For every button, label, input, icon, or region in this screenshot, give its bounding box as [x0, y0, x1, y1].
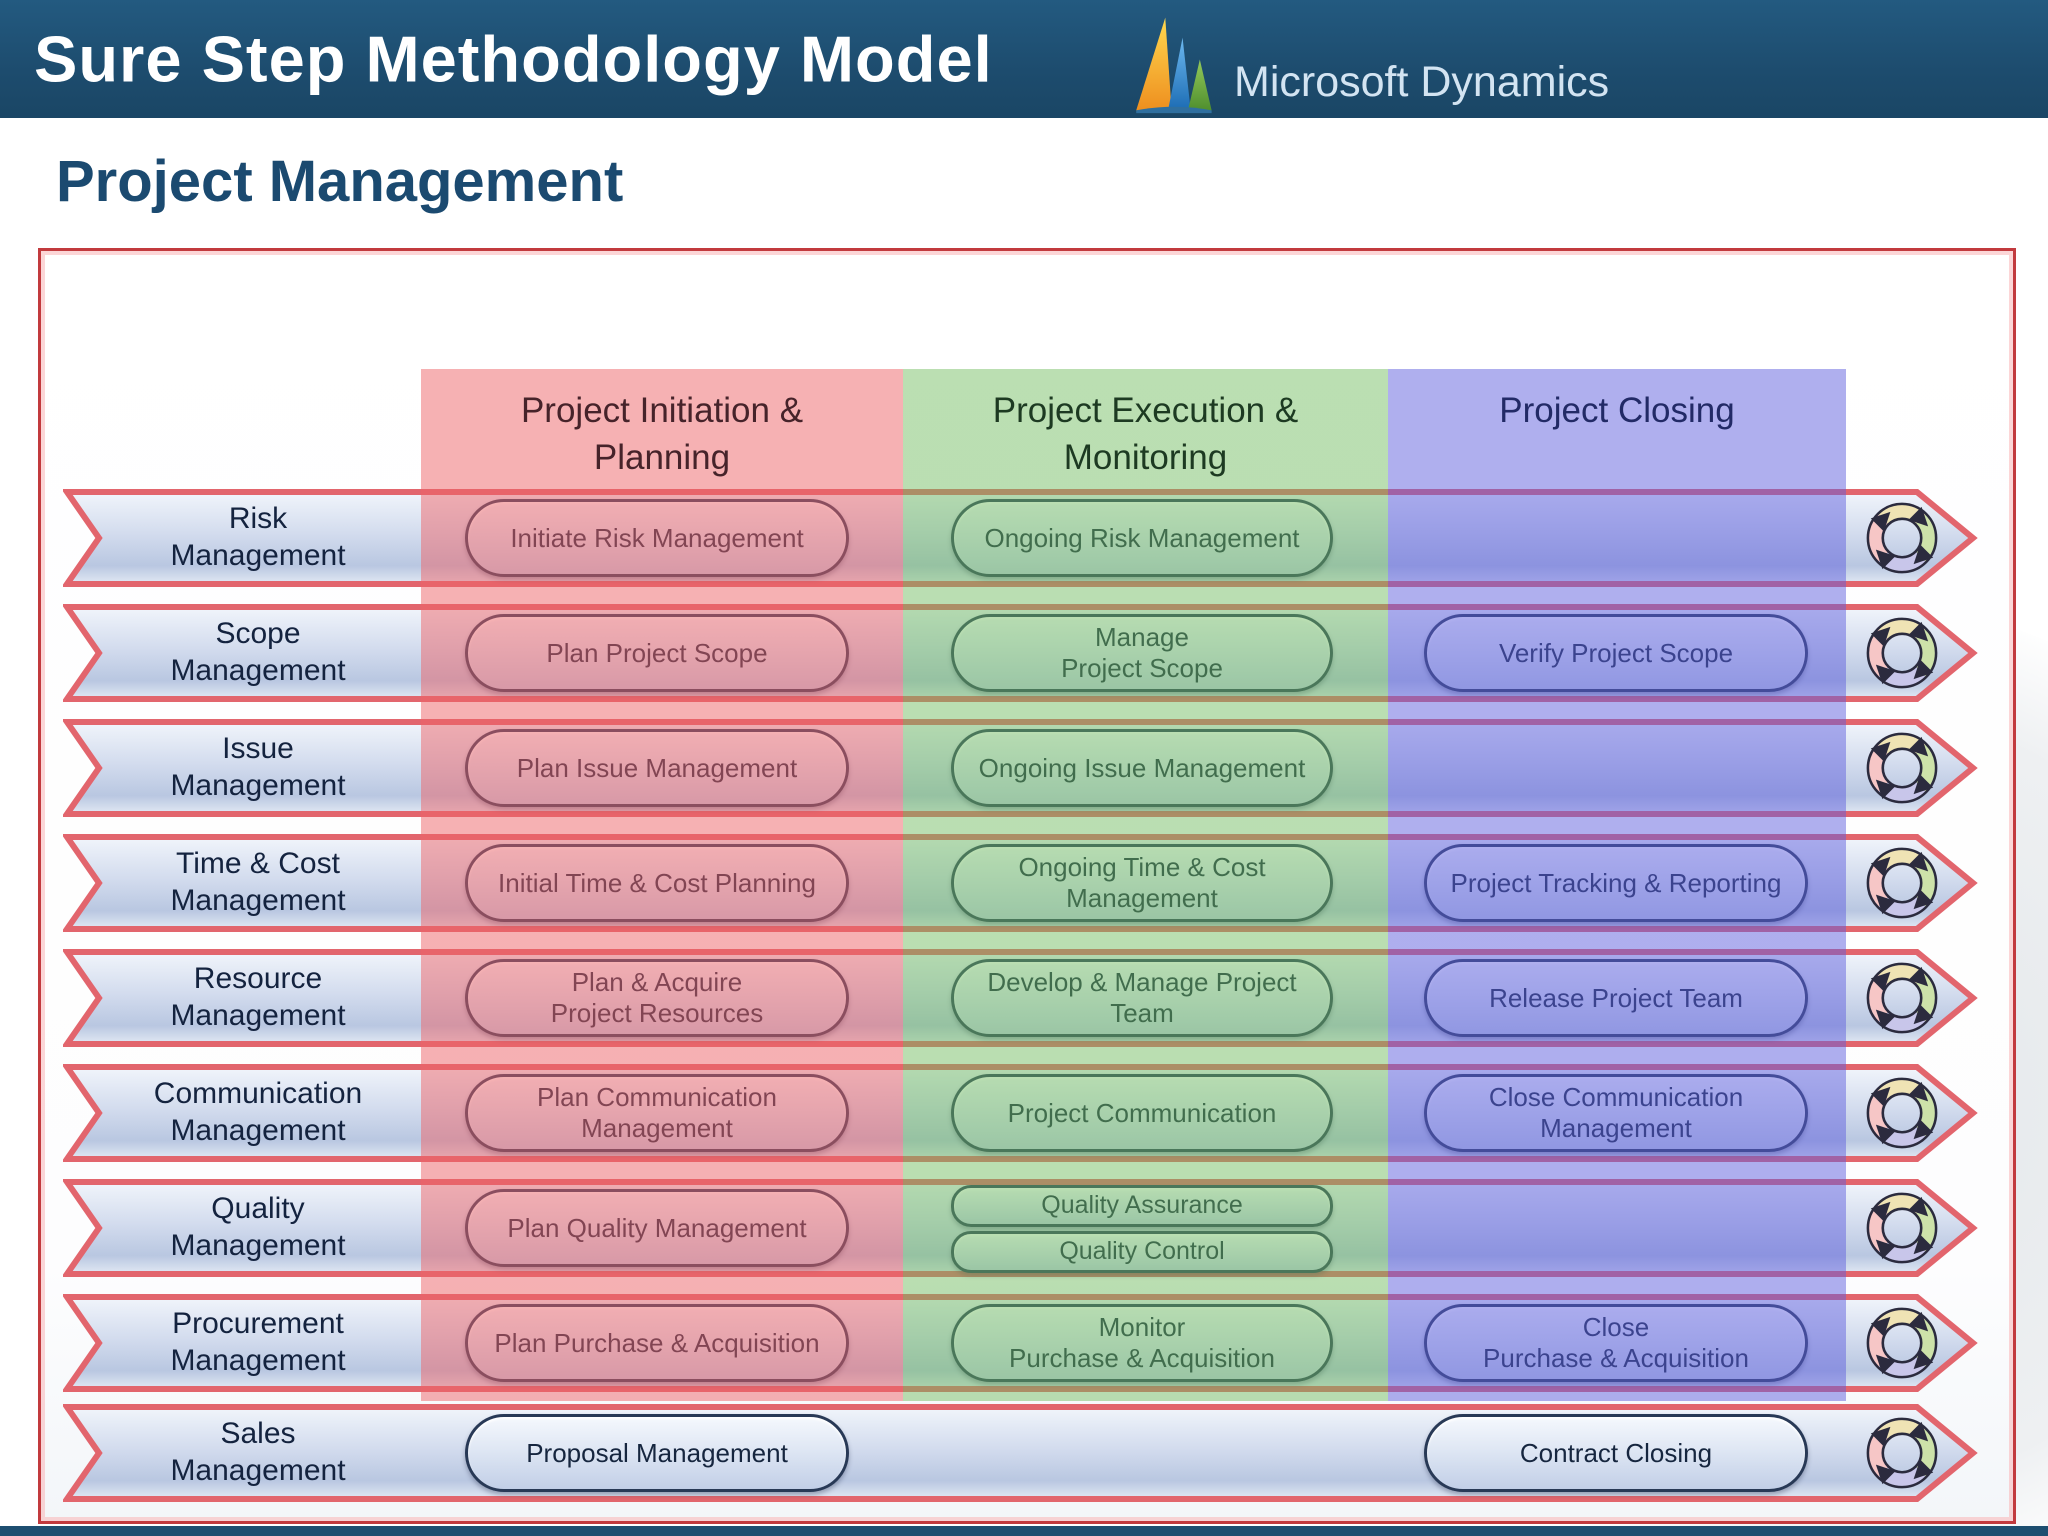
row-resource-management: Resource Management Plan & Acquire Proje…: [63, 948, 1978, 1048]
cycle-arrows-icon: [1861, 1302, 1943, 1384]
activity-pill: Quality Assurance: [951, 1185, 1333, 1227]
activity-pill: Plan Communication Management: [465, 1074, 849, 1152]
row-scope-management: Scope Management Plan Project Scope Mana…: [63, 603, 1978, 703]
cycle-arrows-icon: [1861, 497, 1943, 579]
row-label: Risk Management: [170, 502, 346, 572]
activity-pill: Project Communication: [951, 1074, 1333, 1152]
activity-pill: Release Project Team: [1424, 959, 1808, 1037]
activity-pill: Develop & Manage Project Team: [951, 959, 1333, 1037]
footer-bar: [0, 1526, 2048, 1536]
activity-pill: Project Tracking & Reporting: [1424, 844, 1808, 922]
row-label: Quality Management: [170, 1192, 346, 1262]
activity-pill: Plan Issue Management: [465, 729, 849, 807]
activity-pill: Ongoing Issue Management: [951, 729, 1333, 807]
activity-pill: Quality Control: [951, 1231, 1333, 1273]
row-label: Communication Management: [153, 1077, 363, 1147]
activity-pill: Proposal Management: [465, 1414, 849, 1492]
activity-pill: Plan & Acquire Project Resources: [465, 959, 849, 1037]
microsoft-dynamics-logo-icon: [1136, 17, 1212, 114]
cycle-arrows-icon: [1861, 1187, 1943, 1269]
activity-pill: Plan Purchase & Acquisition: [465, 1304, 849, 1382]
header-bar: Sure Step Methodology Model Microsoft Dy…: [0, 0, 2048, 118]
activity-pill: Plan Quality Management: [465, 1189, 849, 1267]
activity-pill: Close Communication Management: [1424, 1074, 1808, 1152]
row-sales-management: Sales Management Proposal Management Con…: [63, 1403, 1978, 1503]
row-label: Issue Management: [170, 732, 346, 802]
row-label: Scope Management: [170, 617, 346, 687]
activity-pill: Close Purchase & Acquisition: [1424, 1304, 1808, 1382]
row-issue-management: Issue Management Plan Issue Management O…: [63, 718, 1978, 818]
activity-pill: Manage Project Scope: [951, 614, 1333, 692]
cycle-arrows-icon: [1861, 1412, 1943, 1494]
row-label: Sales Management: [170, 1417, 346, 1487]
activity-pill: Ongoing Risk Management: [951, 499, 1333, 577]
activity-pill: Initiate Risk Management: [465, 499, 849, 577]
activity-pill: Contract Closing: [1424, 1414, 1808, 1492]
cycle-arrows-icon: [1861, 727, 1943, 809]
brand-logo: Microsoft Dynamics: [1126, 14, 1609, 114]
row-communication-management: Communication Management Plan Communicat…: [63, 1063, 1978, 1163]
row-label: Time & Cost Management: [170, 847, 346, 917]
row-label: Resource Management: [170, 962, 346, 1032]
activity-pill: Initial Time & Cost Planning: [465, 844, 849, 922]
row-time-cost-management: Time & Cost Management Initial Time & Co…: [63, 833, 1978, 933]
activity-pill: Monitor Purchase & Acquisition: [951, 1304, 1333, 1382]
page-title: Project Management: [56, 149, 624, 214]
phase-column-header: Project Closing: [1499, 391, 1735, 430]
row-quality-management: Quality Management Plan Quality Manageme…: [63, 1178, 1978, 1278]
cycle-arrows-icon: [1861, 957, 1943, 1039]
brand-name: Microsoft Dynamics: [1234, 58, 1610, 106]
activity-pill: Ongoing Time & Cost Management: [951, 844, 1333, 922]
cycle-arrows-icon: [1861, 1072, 1943, 1154]
row-label: Procurement Management: [170, 1307, 346, 1377]
activity-pill: Plan Project Scope: [465, 614, 849, 692]
slide-title: Sure Step Methodology Model: [34, 22, 993, 96]
methodology-diagram: Risk Management Initiate Risk Management…: [38, 248, 2016, 1524]
row-procurement-management: Procurement Management Plan Purchase & A…: [63, 1293, 1978, 1393]
cycle-arrows-icon: [1861, 612, 1943, 694]
activity-pill: Verify Project Scope: [1424, 614, 1808, 692]
row-risk-management: Risk Management Initiate Risk Management…: [63, 488, 1978, 588]
phase-column-header: Project Execution & Monitoring: [992, 391, 1299, 478]
cycle-arrows-icon: [1861, 842, 1943, 924]
phase-column-header: Project Initiation & Planning: [520, 391, 804, 478]
